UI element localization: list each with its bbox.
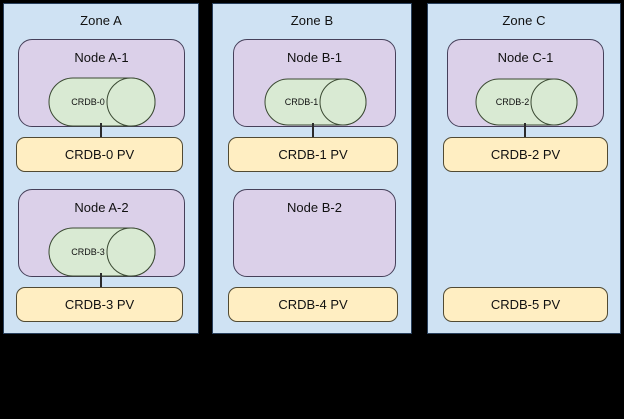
zone-a-title: Zone A [80,13,122,28]
crdb-1-pv[interactable]: CRDB-1 PV [228,137,398,172]
zone-c-title: Zone C [502,13,546,28]
zone-a: Zone A Node A-1 CRDB-0 CRDB-0 PV Node A-… [3,3,199,334]
node-c-1[interactable]: Node C-1 CRDB-2 [447,39,604,127]
node-b-1-to-crdb-1-pv-connector [312,123,314,138]
node-b-2-title: Node B-2 [287,200,342,215]
crdb-0-database-cylinder[interactable]: CRDB-0 [48,77,156,127]
crdb-3-database-cylinder[interactable]: CRDB-3 [48,227,156,277]
zone-b: Zone B Node B-1 CRDB-1 CRDB-1 PV Node B-… [212,3,412,334]
crdb-1-database-cylinder[interactable]: CRDB-1 [264,78,367,126]
node-a-2-title: Node A-2 [74,200,129,215]
zone-b-title: Zone B [290,13,334,28]
crdb-5-pv[interactable]: CRDB-5 PV [443,287,608,322]
node-c-1-title: Node C-1 [497,50,554,65]
node-a-1-title: Node A-1 [74,50,129,65]
node-b-1[interactable]: Node B-1 CRDB-1 [233,39,396,127]
zone-c: Zone C Node C-1 CRDB-2 CRDB-2 PV CRDB-5 … [427,3,621,334]
node-b-1-title: Node B-1 [287,50,342,65]
node-a-2-to-crdb-3-pv-connector [100,273,102,288]
crdb-3-pv[interactable]: CRDB-3 PV [16,287,183,322]
node-a-2[interactable]: Node A-2 CRDB-3 [18,189,185,277]
crdb-4-pv[interactable]: CRDB-4 PV [228,287,398,322]
node-b-2[interactable]: Node B-2 [233,189,396,277]
node-a-1-to-crdb-0-pv-connector [100,123,102,138]
node-c-1-to-crdb-2-pv-connector [524,123,526,138]
crdb-2-pv[interactable]: CRDB-2 PV [443,137,608,172]
crdb-2-database-cylinder[interactable]: CRDB-2 [475,78,578,126]
crdb-0-pv[interactable]: CRDB-0 PV [16,137,183,172]
node-a-1[interactable]: Node A-1 CRDB-0 [18,39,185,127]
